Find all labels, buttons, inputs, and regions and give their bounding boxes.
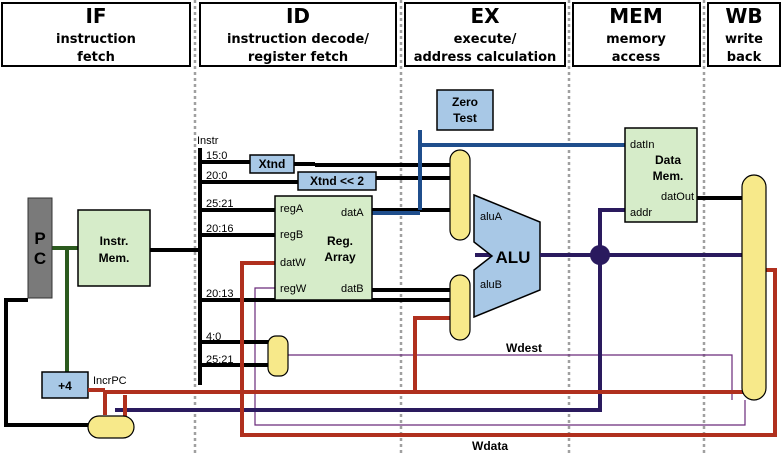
pc-register	[27, 197, 53, 299]
data-memory-block	[624, 127, 698, 223]
field-20-13: 20:13	[206, 288, 234, 300]
data-mem-label-2: Mem.	[653, 169, 684, 183]
stage-header-if	[1, 2, 191, 67]
port-addr: addr	[630, 207, 652, 219]
stage-dividers	[193, 0, 706, 456]
stage-mem-title: MEM	[609, 4, 662, 28]
alu-a-mux	[449, 149, 471, 241]
port-datIn: datIn	[630, 139, 654, 151]
increment-block	[41, 371, 89, 399]
navy-wires	[115, 208, 755, 412]
port-aluB: aluB	[480, 279, 502, 291]
stage-wb-line1: write	[725, 32, 763, 47]
wdest-label: Wdest	[506, 341, 542, 355]
stage-ex-line2: address calculation	[414, 50, 557, 65]
instr-mem-label-2: Mem.	[99, 251, 130, 265]
wdest-path	[254, 287, 746, 426]
stage-headers: IF instruction fetch ID instruction deco…	[1, 2, 781, 67]
incr-pc-label: IncrPC	[93, 375, 127, 387]
field-25-21-b: 25:21	[206, 354, 234, 366]
wdest-mux	[267, 335, 289, 377]
stage-wb-line2: back	[727, 50, 762, 65]
xtnd-label: Xtnd	[259, 157, 286, 171]
instruction-memory-block	[77, 209, 151, 287]
stage-id-title: ID	[286, 4, 310, 28]
stage-ex-title: EX	[470, 4, 500, 28]
field-4-0: 4:0	[206, 331, 221, 343]
data-mem-label-1: Data	[655, 153, 681, 167]
stage-mem-line1: memory	[606, 32, 666, 47]
field-20-0: 20:0	[206, 170, 227, 182]
pc-label-c: C	[34, 249, 46, 268]
instr-label: Instr	[197, 135, 219, 147]
reg-array-label-1: Reg.	[327, 234, 353, 248]
blue-wires	[372, 130, 625, 215]
xtnd-shift-block	[297, 171, 377, 191]
stage-if-title: IF	[85, 4, 106, 28]
port-regB: regB	[280, 229, 303, 241]
stage-header-wb	[707, 2, 781, 67]
pc-label-p: P	[34, 229, 45, 248]
stage-if-line2: fetch	[77, 50, 115, 65]
green-wires	[52, 246, 78, 372]
port-aluA: aluA	[480, 211, 503, 223]
port-datA: datA	[341, 207, 364, 219]
instr-mem-label-1: Instr.	[100, 234, 129, 248]
alu-b-mux	[449, 274, 471, 341]
zero-test-label-2: Test	[453, 111, 477, 125]
black-wires	[4, 148, 745, 427]
reg-array-label-2: Array	[324, 250, 356, 264]
zero-test-block	[436, 89, 494, 131]
field-15-0: 15:0	[206, 150, 227, 162]
stage-header-id	[199, 2, 397, 67]
stage-ex-line1: execute/	[454, 32, 517, 47]
field-25-21-a: 25:21	[206, 198, 234, 210]
xtnd-shift-label: Xtnd << 2	[310, 174, 364, 188]
stage-header-mem	[572, 2, 701, 67]
zero-test-label-1: Zero	[452, 95, 478, 109]
stage-mem-line2: access	[612, 50, 661, 65]
port-datB: datB	[341, 283, 364, 295]
stage-if-line1: instruction	[56, 32, 136, 47]
port-regA: regA	[280, 203, 304, 215]
alu-block	[473, 193, 541, 319]
field-20-16: 20:16	[206, 223, 234, 235]
stage-id-line2: register fetch	[248, 50, 348, 65]
port-regW: regW	[280, 283, 307, 295]
writeback-mux	[741, 174, 767, 401]
pc-select-mux	[87, 415, 135, 439]
wdata-label: Wdata	[472, 439, 508, 453]
increment-label: +4	[58, 379, 72, 393]
register-array-block	[274, 195, 373, 301]
port-datOut: datOut	[661, 191, 694, 203]
junction-dot	[590, 245, 610, 265]
stage-id-line1: instruction decode/	[227, 32, 369, 47]
alu-label: ALU	[496, 248, 531, 267]
stage-header-ex	[404, 2, 566, 67]
stage-wb-title: WB	[725, 4, 762, 28]
port-datW: datW	[280, 257, 306, 269]
